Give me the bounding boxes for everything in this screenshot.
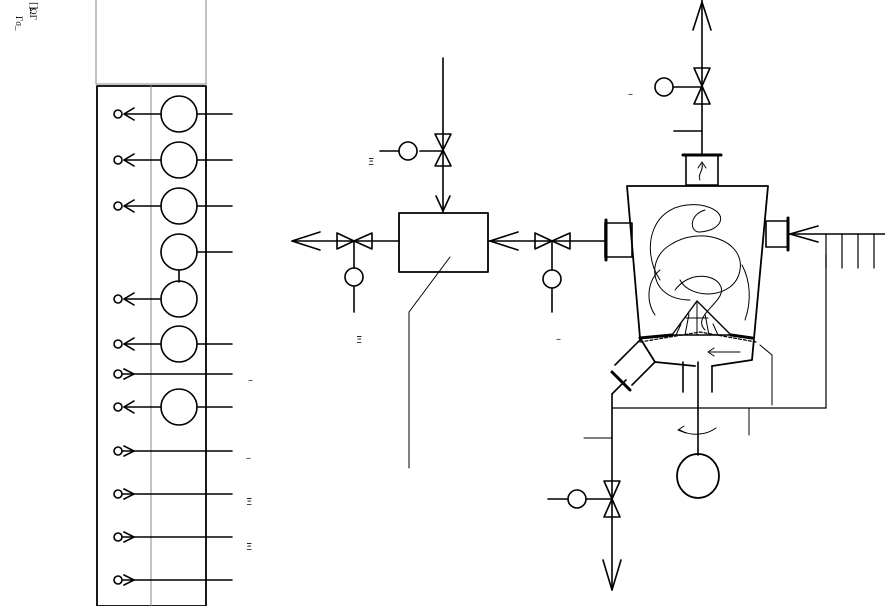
measurement-column [95, 0, 207, 606]
output-line-left [291, 231, 400, 313]
receiver-unit [379, 57, 489, 469]
gauge-icon [542, 269, 562, 289]
gauge-icon [654, 77, 674, 97]
reactor-vessel [547, 0, 885, 591]
valve-icon [603, 480, 621, 500]
sensor-row-2 [113, 141, 233, 179]
gauge-icon [344, 267, 364, 287]
gauge-icon [567, 489, 587, 509]
signal-row-9 [113, 445, 233, 457]
sensor-row-1 [113, 95, 233, 133]
row-label-3: Ξ [246, 497, 253, 508]
valve-icon [693, 67, 711, 87]
valve-icon [534, 232, 553, 250]
sensor-circle [160, 280, 198, 318]
sensor-circle [160, 325, 198, 363]
sensor-circle [160, 233, 198, 271]
signal-row-10 [113, 488, 233, 500]
sensor-circle [160, 187, 198, 225]
sensor-circle [160, 95, 198, 133]
sensor-row-8 [113, 388, 233, 426]
valve-gauge-label-left: Ξ [368, 157, 375, 168]
valve-icon [434, 133, 452, 151]
receiver-box [398, 212, 489, 273]
signal-row-11 [113, 531, 233, 543]
row-label-2: – [246, 453, 251, 464]
distributor-cone [671, 300, 732, 336]
sensor-row-3 [113, 187, 233, 225]
row-label-4: Ξ [246, 542, 253, 553]
signal-row-7 [113, 368, 233, 380]
sensor-row-5 [113, 280, 198, 318]
sensor-row-4 [160, 233, 233, 283]
signal-row-12 [113, 574, 233, 586]
row-label-1: – [248, 375, 253, 386]
sensor-row-6 [113, 325, 233, 363]
gauge-label-under-right: – [556, 334, 561, 345]
valve-icon [336, 232, 355, 250]
sensor-circle [160, 141, 198, 179]
sensor-circle [160, 388, 198, 426]
connecting-line [487, 231, 606, 313]
gauge-label-under-left: Ξ [356, 335, 363, 346]
motor-icon [676, 453, 720, 499]
top-gauge-label: – [628, 89, 633, 100]
gauge-icon [398, 141, 418, 161]
